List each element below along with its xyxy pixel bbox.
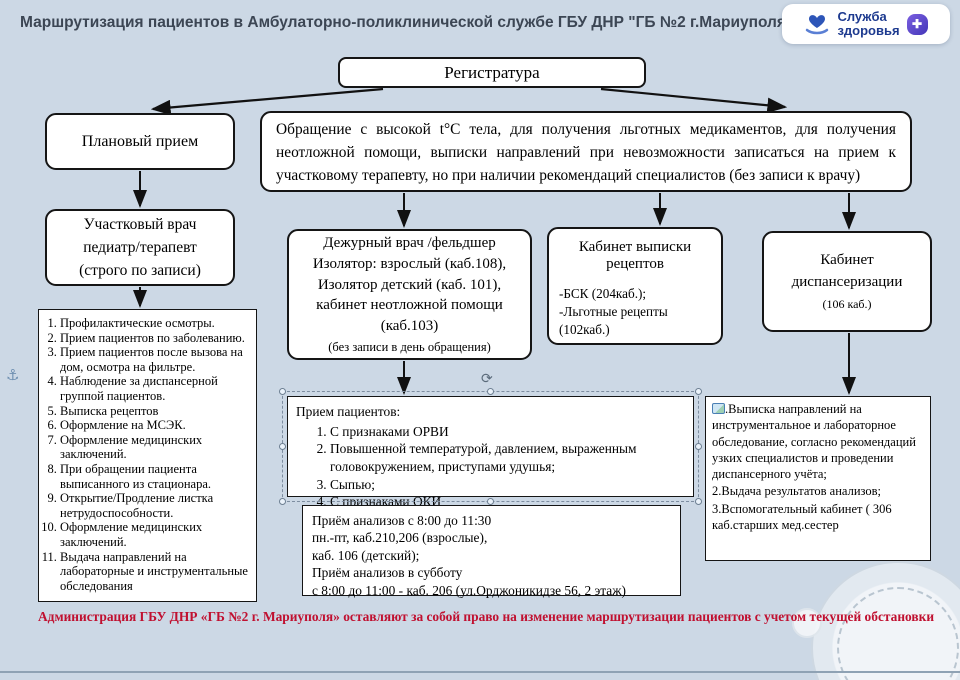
recepty-line2: -Льготные рецепты — [559, 303, 668, 319]
logo-text: Служба здоровья — [837, 10, 899, 37]
registratura-box[interactable]: Регистратура — [338, 57, 646, 88]
gauge-knob-watermark — [792, 608, 822, 638]
napravl-item2: 2.Выдача результатов анализов; — [712, 484, 881, 499]
obrashchenie-text: Обращение с высокой t°С тела, для получе… — [276, 121, 896, 185]
uchastkovy-functions-list: Профилактические осмотры. Прием пациенто… — [39, 316, 253, 593]
selection-handle-bottom-left[interactable] — [279, 498, 286, 505]
napravl-item1-text: .Выписка направлений на инструментальное… — [712, 402, 916, 481]
selection-handle-top-middle[interactable] — [487, 388, 494, 395]
uchastkovy-vrach-box[interactable]: Участковый врач педиатр/терапевт (строго… — [45, 209, 235, 286]
recepty-line3: (102каб.) — [559, 321, 610, 337]
analizy-line5: с 8:00 до 11:00 - каб. 206 (ул.Орджоники… — [312, 582, 626, 598]
rotate-handle-icon[interactable]: ⟳ — [481, 371, 493, 387]
list-item: Оформление на МСЭК. — [60, 418, 253, 433]
uchastkovy-functions-box[interactable]: Профилактические осмотры. Прием пациенто… — [38, 309, 257, 602]
health-service-logo: Служба здоровья ✚ — [782, 4, 950, 44]
napravl-item1: .Выписка направлений на инструментальное… — [712, 401, 924, 482]
selection-handle-top-left[interactable] — [279, 388, 286, 395]
bottom-divider-line — [0, 671, 960, 673]
list-item: Сыпью; — [330, 476, 685, 494]
selection-handle-top-right[interactable] — [695, 388, 702, 395]
kabinet-receptov-box[interactable]: Кабинет выписки рецептов -БСК (204каб.);… — [547, 227, 723, 345]
recepty-lines: -БСК (204каб.); -Льготные рецепты (102ка… — [549, 285, 668, 338]
list-item: Наблюдение за диспансерной группой пацие… — [60, 374, 253, 403]
uchastkovy-line1: Участковый врач — [83, 215, 197, 233]
selection-handle-bottom-right[interactable] — [695, 498, 702, 505]
list-item: При обращении пациента выписанного из ст… — [60, 462, 253, 491]
dezhurny-line4: кабинет неотложной помощи — [316, 297, 503, 314]
registratura-label: Регистратура — [444, 62, 540, 82]
analizy-line1: Приём анализов с 8:00 до 11:30 — [312, 513, 492, 528]
dezhurny-vrach-box[interactable]: Дежурный врач /фельдшер Изолятор: взросл… — [287, 229, 532, 360]
medical-cross-icon: ✚ — [906, 13, 928, 35]
analizy-line4: Приём анализов в субботу — [312, 565, 463, 581]
list-item: Повышенной температурой, давлением, выра… — [330, 440, 685, 475]
logo-line1: Служба — [837, 9, 887, 25]
list-item: Прием пациентов после вызова на дом, осм… — [60, 345, 253, 374]
list-item: Прием пациентов по заболеванию. — [60, 331, 253, 346]
planovy-priem-label: Плановый прием — [81, 132, 199, 150]
list-item: Открытие/Продление листка нетрудоспособн… — [60, 491, 253, 520]
uchastkovy-line3: (строго по записи) — [79, 262, 201, 280]
dezhurny-note: (без записи в день обращения) — [328, 339, 491, 354]
gauge-inner-ring — [837, 587, 959, 680]
uchastkovy-line2: педиатр/терапевт — [83, 238, 197, 256]
logo-line2: здоровья — [837, 23, 900, 38]
priem-pacientov-title: Прием пациентов: — [296, 404, 401, 419]
page-title: Маршрутизация пациентов в Амбулаторно-по… — [20, 14, 794, 31]
dispanser-line1: Кабинет — [820, 252, 874, 269]
list-item: Профилактические осмотры. — [60, 316, 253, 331]
anchor-icon[interactable]: ⚓ — [6, 366, 20, 384]
list-item: Оформление медицинских заключений. — [60, 433, 253, 462]
administration-note: Администрация ГБУ ДНР «ГБ №2 г. Мариупол… — [38, 609, 935, 624]
heart-hands-icon — [806, 15, 829, 35]
dezhurny-line1: Дежурный врач /фельдшер — [323, 235, 496, 252]
dezhurny-line5: (каб.103) — [380, 317, 439, 334]
priem-pacientov-box[interactable]: Прием пациентов: С признаками ОРВИ Повыш… — [287, 396, 694, 509]
analizy-line2: пн.-пт, каб.210,206 (взрослые), — [312, 530, 488, 546]
vypiska-napravleniy-box[interactable]: .Выписка направлений на инструментальное… — [705, 396, 931, 561]
recepty-title: Кабинет выписки рецептов — [578, 239, 692, 272]
list-item: С признаками ОРВИ — [330, 423, 685, 441]
list-item: Оформление медицинских заключений. — [60, 520, 253, 549]
dezhurny-line2: Изолятор: взрослый (каб.108), — [312, 255, 507, 272]
list-item: Выписка рецептов — [60, 404, 253, 419]
selection-handle-middle-right[interactable] — [695, 443, 702, 450]
list-item: Выдача направлений на лабораторные и инс… — [60, 550, 253, 594]
napravl-item3: 3.Вспомогательный кабинет ( 306 каб.стар… — [712, 501, 892, 532]
planovy-priem-box[interactable]: Плановый прием — [45, 113, 235, 170]
analizy-line3: каб. 106 (детский); — [312, 547, 420, 563]
dispanser-line2: диспансеризации — [791, 273, 903, 290]
recepty-line1: -БСК (204каб.); — [559, 286, 647, 301]
selection-handle-middle-left[interactable] — [279, 443, 286, 450]
arrow-registratura-to-planovy — [150, 87, 384, 116]
kabinet-dispanserizacii-box[interactable]: Кабинет диспансеризации (106 каб.) — [762, 231, 932, 332]
priem-analizov-box[interactable]: Приём анализов с 8:00 до 11:30 пн.-пт, к… — [302, 505, 681, 598]
arrow-registratura-to-obrashchenie — [600, 87, 788, 113]
embedded-image-icon — [712, 403, 725, 414]
dezhurny-line3: Изолятор детский (каб. 101), — [317, 276, 502, 293]
selection-handle-bottom-middle[interactable] — [487, 498, 494, 505]
dispanser-note: (106 каб.) — [822, 296, 872, 311]
obrashchenie-box[interactable]: Обращение с высокой t°С тела, для получе… — [260, 111, 912, 192]
